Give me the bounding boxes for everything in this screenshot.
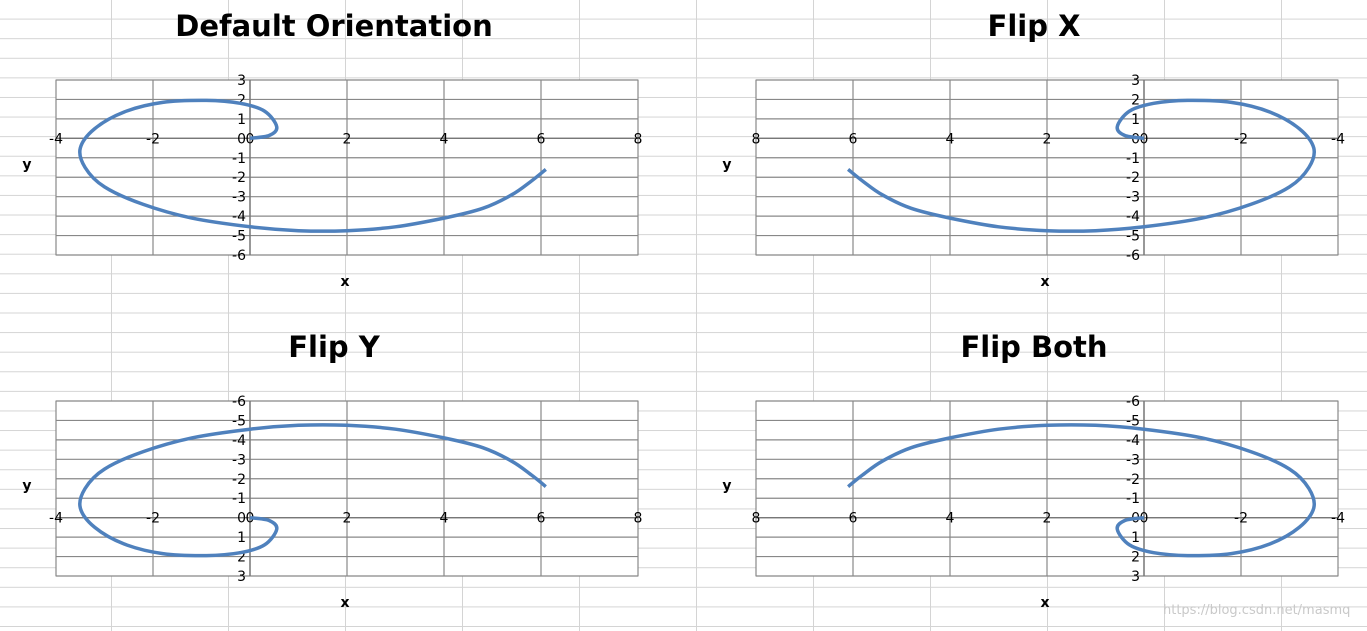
x-axis-title: x [340, 595, 350, 611]
y-tick-label: 0 [237, 511, 246, 527]
y-tick-label: -6 [1126, 394, 1140, 410]
x-tick-label: 2 [1043, 511, 1052, 527]
x-tick-label: 6 [537, 511, 546, 527]
y-tick-label: -5 [1126, 413, 1140, 429]
x-tick-label: -2 [146, 131, 160, 147]
y-tick-label: -2 [232, 472, 246, 488]
y-tick-label: -5 [1126, 229, 1140, 245]
series-line [847, 98, 1317, 233]
x-tick-label: 4 [440, 511, 449, 527]
y-tick-label: -3 [1126, 190, 1140, 206]
x-tick-label: 4 [946, 511, 955, 527]
x-tick-label: -4 [49, 511, 63, 527]
y-tick-label: 3 [237, 569, 246, 585]
y-tick-label: 1 [237, 112, 246, 128]
x-tick-label: -4 [1331, 131, 1345, 147]
y-tick-label: 3 [1131, 73, 1140, 89]
x-tick-label: -2 [146, 511, 160, 527]
y-tick-label: 0 [237, 131, 246, 147]
x-tick-label: 4 [440, 131, 449, 147]
x-tick-label: 8 [634, 131, 643, 147]
x-tick-label: -2 [1234, 511, 1248, 527]
y-tick-label: -1 [1126, 491, 1140, 507]
x-tick-label: 6 [537, 131, 546, 147]
x-tick-label: 8 [634, 511, 643, 527]
y-tick-label: -1 [232, 491, 246, 507]
x-axis-title: x [1040, 274, 1050, 290]
y-tick-label: -3 [232, 452, 246, 468]
y-tick-label: 2 [237, 92, 246, 108]
y-tick-label: -5 [232, 413, 246, 429]
x-tick-label: 2 [343, 131, 352, 147]
y-tick-label: 2 [1131, 550, 1140, 566]
y-tick-label: 2 [1131, 92, 1140, 108]
x-tick-label: 6 [849, 131, 858, 147]
y-tick-label: 1 [1131, 530, 1140, 546]
x-tick-label: -4 [49, 131, 63, 147]
x-tick-label: 0 [246, 131, 255, 147]
y-tick-label: -2 [1126, 472, 1140, 488]
y-tick-label: 2 [237, 550, 246, 566]
x-tick-label: 2 [1043, 131, 1052, 147]
chart-title: Flip Y [288, 330, 380, 364]
y-tick-label: -1 [1126, 151, 1140, 167]
y-tick-label: -4 [1126, 433, 1140, 449]
x-tick-label: 8 [752, 131, 761, 147]
x-tick-label: 2 [343, 511, 352, 527]
y-axis-title: y [22, 478, 32, 494]
x-tick-label: -2 [1234, 131, 1248, 147]
x-tick-label: -4 [1331, 511, 1345, 527]
y-tick-label: 1 [1131, 112, 1140, 128]
x-tick-label: 0 [1140, 131, 1149, 147]
x-tick-label: 4 [946, 131, 955, 147]
y-tick-label: 3 [1131, 569, 1140, 585]
y-tick-label: -1 [232, 151, 246, 167]
x-tick-label: 8 [752, 511, 761, 527]
y-tick-label: 3 [237, 73, 246, 89]
chart-title: Default Orientation [175, 9, 493, 43]
series-line [78, 98, 547, 233]
y-tick-label: 1 [237, 530, 246, 546]
x-tick-label: 6 [849, 511, 858, 527]
y-tick-label: -2 [1126, 170, 1140, 186]
y-tick-label: -4 [232, 433, 246, 449]
y-tick-label: -4 [232, 209, 246, 225]
chart-title: Flip X [987, 9, 1081, 43]
y-tick-label: 0 [1131, 131, 1140, 147]
y-axis-title: y [722, 157, 732, 173]
y-tick-label: -5 [232, 229, 246, 245]
chart-title: Flip Both [960, 330, 1108, 364]
y-tick-label: -6 [232, 248, 246, 264]
y-tick-label: -4 [1126, 209, 1140, 225]
y-axis-title: y [22, 157, 32, 173]
y-tick-label: -2 [232, 170, 246, 186]
y-tick-label: -3 [232, 190, 246, 206]
y-tick-label: -6 [232, 394, 246, 410]
y-tick-label: -6 [1126, 248, 1140, 264]
series-line [78, 423, 547, 558]
y-axis-title: y [722, 478, 732, 494]
x-axis-title: x [1040, 595, 1050, 611]
x-axis-title: x [340, 274, 350, 290]
watermark: https://blog.csdn.net/masmq [1163, 603, 1351, 618]
series-line [847, 423, 1317, 558]
y-tick-label: -3 [1126, 452, 1140, 468]
